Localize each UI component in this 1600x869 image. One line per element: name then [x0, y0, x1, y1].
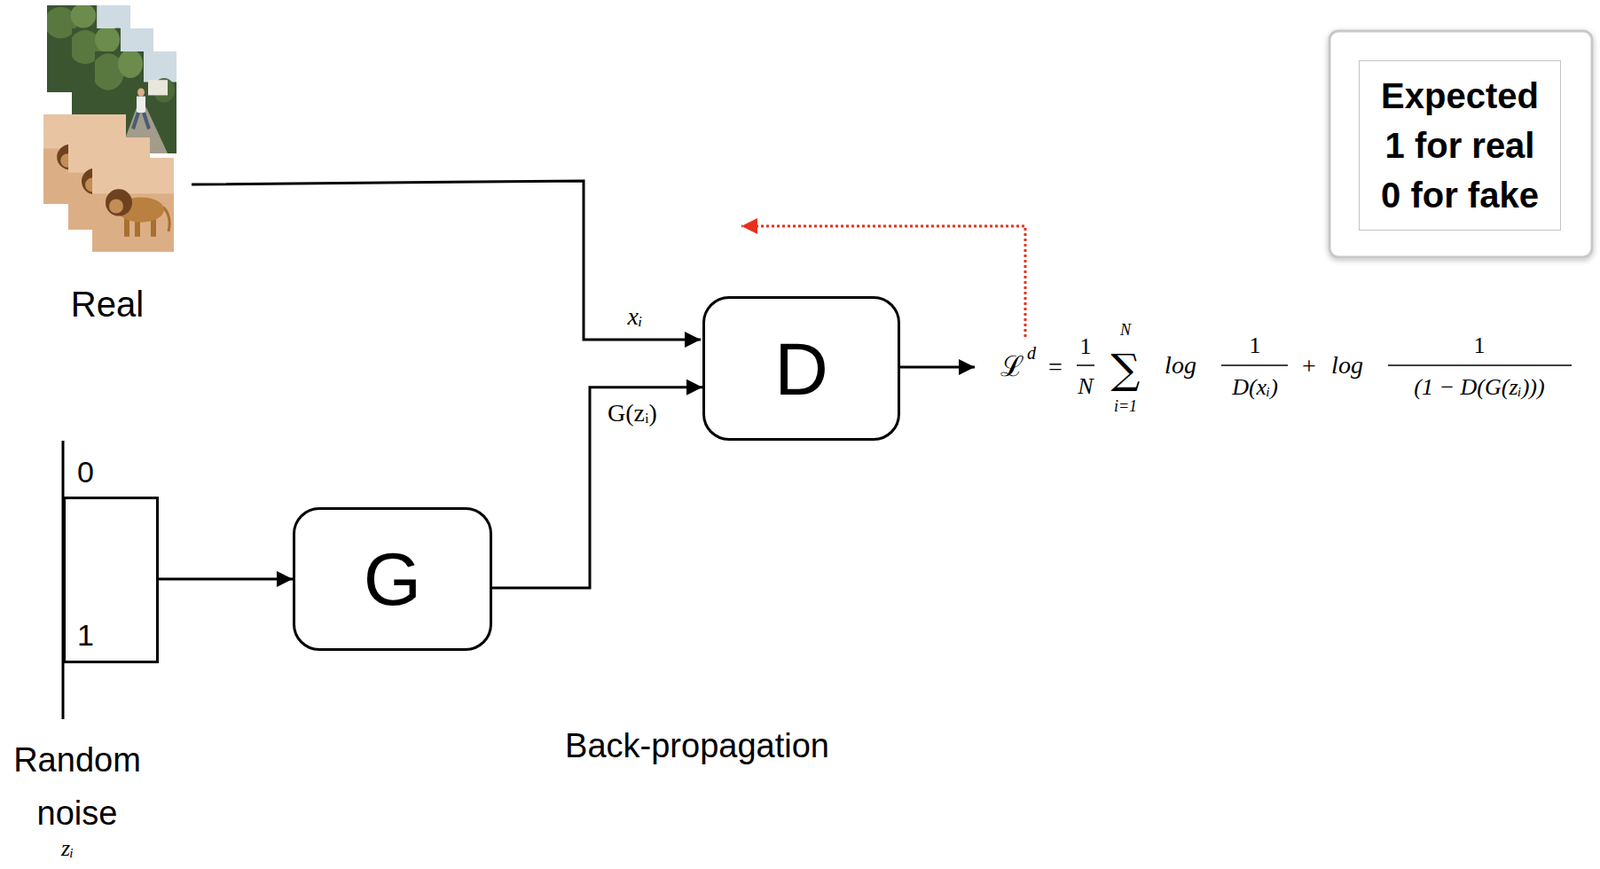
input-label: Real: [70, 284, 144, 324]
formula-denominator: N: [1077, 374, 1093, 400]
formula-function: log: [1331, 352, 1364, 380]
real-photo-stack: [43, 3, 177, 252]
real-input-wire: [191, 180, 701, 340]
node-label: G: [363, 541, 422, 617]
formula-denominator: D(xᵢ): [1231, 375, 1279, 401]
legend-box: Expected 1 for real 0 for fake: [1358, 60, 1561, 231]
fraction-bar: [1076, 364, 1095, 367]
input-label: Random noise: [1, 733, 153, 840]
signal-label: zᵢ: [61, 836, 74, 863]
formula-limit: N: [1120, 321, 1131, 340]
formula-function: log: [1164, 352, 1197, 380]
flow-arrow: [158, 578, 293, 581]
fraction-bar: [1388, 364, 1572, 367]
formula-symbol: ℒ: [1000, 351, 1025, 383]
legend-frame: [1329, 31, 1593, 258]
formula-superscript: d: [1027, 343, 1036, 363]
photo: [92, 157, 174, 252]
node-label: D: [774, 331, 829, 407]
loss-output-wire: [900, 366, 975, 369]
edge-label: G(zᵢ): [605, 400, 659, 428]
signal-label: xᵢ: [627, 303, 644, 331]
step-label: Back-propagation: [564, 728, 830, 766]
axis-value: 0: [77, 455, 157, 489]
formula-operator: =: [1048, 353, 1063, 382]
axis-value: 1: [77, 619, 157, 652]
flow-arrow: [492, 387, 703, 589]
noise-box: 01: [62, 496, 159, 664]
formula-limit: i=1: [1113, 398, 1138, 416]
formula-numerator: 1: [1249, 333, 1262, 360]
formula-operator: +: [1301, 352, 1317, 381]
node-label: Expected 1 for real 0 for fake: [1373, 70, 1547, 220]
fraction-bar: [1221, 364, 1288, 367]
formula-denominator: (1 − D(G(zᵢ))): [1413, 375, 1545, 401]
generator-box: G: [292, 507, 493, 651]
formula-sum: ∑: [1111, 346, 1141, 393]
discriminator-box: D: [702, 296, 901, 441]
formula-numerator: 1: [1080, 334, 1092, 361]
formula-numerator: 1: [1474, 333, 1486, 360]
